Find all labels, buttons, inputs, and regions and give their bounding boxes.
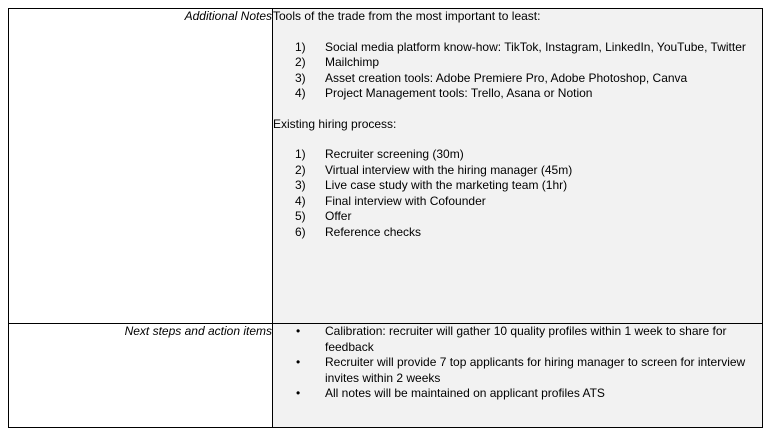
tools-numbered-list: 1) Social media platform know-how: TikTo… — [273, 40, 762, 102]
table-row-additional-notes: Additional Notes Tools of the trade from… — [8, 8, 763, 324]
list-item: 4) Final interview with Cofounder — [273, 194, 762, 210]
list-marker: 3) — [295, 178, 306, 192]
notes-table: Additional Notes Tools of the trade from… — [8, 8, 763, 428]
list-marker: 3) — [295, 70, 306, 85]
row-label-next-steps: Next steps and action items — [8, 323, 273, 428]
list-item-text: Recruiter screening (30m) — [325, 147, 464, 161]
list-item: 6) Reference checks — [273, 225, 762, 241]
list-marker: 2) — [295, 162, 306, 177]
bullet-icon: • — [296, 386, 301, 400]
list-item-text: Offer — [325, 209, 352, 223]
list-marker: 1) — [295, 147, 306, 161]
list-item-text: Social media platform know-how: TikTok, … — [325, 39, 746, 54]
list-item: 2) Mailchimp — [273, 55, 762, 71]
table-row-next-steps: Next steps and action items • Calibratio… — [8, 323, 763, 428]
list-item: 2) Virtual interview with the hiring man… — [273, 163, 762, 179]
section-spacer — [273, 102, 762, 117]
section-heading-tools: Tools of the trade from the most importa… — [273, 9, 541, 23]
section-heading-hiring-process: Existing hiring process: — [273, 116, 397, 131]
list-item-text: Reference checks — [325, 224, 422, 239]
list-item: • Calibration: recruiter will gather 10 … — [273, 324, 762, 355]
list-item: 1) Social media platform know-how: TikTo… — [273, 40, 762, 56]
list-item: 3) Asset creation tools: Adobe Premiere … — [273, 71, 762, 87]
row-content-next-steps: • Calibration: recruiter will gather 10 … — [272, 323, 763, 428]
list-marker: 4) — [295, 86, 306, 100]
list-item-text: Asset creation tools: Adobe Premiere Pro… — [325, 70, 688, 85]
list-item: • All notes will be maintained on applic… — [273, 386, 762, 402]
list-item: 5) Offer — [273, 209, 762, 225]
next-steps-bullet-list: • Calibration: recruiter will gather 10 … — [273, 324, 762, 402]
list-marker: 4) — [295, 193, 306, 208]
list-marker: 6) — [295, 224, 306, 239]
list-item: • Recruiter will provide 7 top applicant… — [273, 355, 762, 386]
list-marker: 1) — [295, 39, 306, 54]
list-item-text: Virtual interview with the hiring manage… — [325, 162, 573, 177]
list-item: 3) Live case study with the marketing te… — [273, 178, 762, 194]
hiring-process-numbered-list: 1) Recruiter screening (30m) 2) Virtual … — [273, 147, 762, 240]
list-marker: 2) — [295, 55, 306, 69]
list-item-text: Mailchimp — [325, 55, 380, 69]
bullet-icon: • — [296, 324, 301, 338]
bullet-icon: • — [296, 355, 301, 369]
row-content-additional-notes: Tools of the trade from the most importa… — [272, 8, 763, 324]
section-spacer — [273, 132, 762, 147]
list-item-text: Live case study with the marketing team … — [325, 178, 568, 192]
list-marker: 5) — [295, 209, 306, 223]
list-item: 1) Recruiter screening (30m) — [273, 147, 762, 163]
list-item: 4) Project Management tools: Trello, Asa… — [273, 86, 762, 102]
list-item-text: All notes will be maintained on applican… — [325, 386, 605, 400]
list-item-text: Calibration: recruiter will gather 10 qu… — [325, 324, 727, 354]
list-item-text: Recruiter will provide 7 top applicants … — [325, 355, 746, 385]
section-spacer — [273, 25, 762, 40]
list-item-text: Project Management tools: Trello, Asana … — [325, 86, 593, 100]
row-label-additional-notes: Additional Notes — [8, 8, 273, 324]
list-item-text: Final interview with Cofounder — [325, 193, 486, 208]
